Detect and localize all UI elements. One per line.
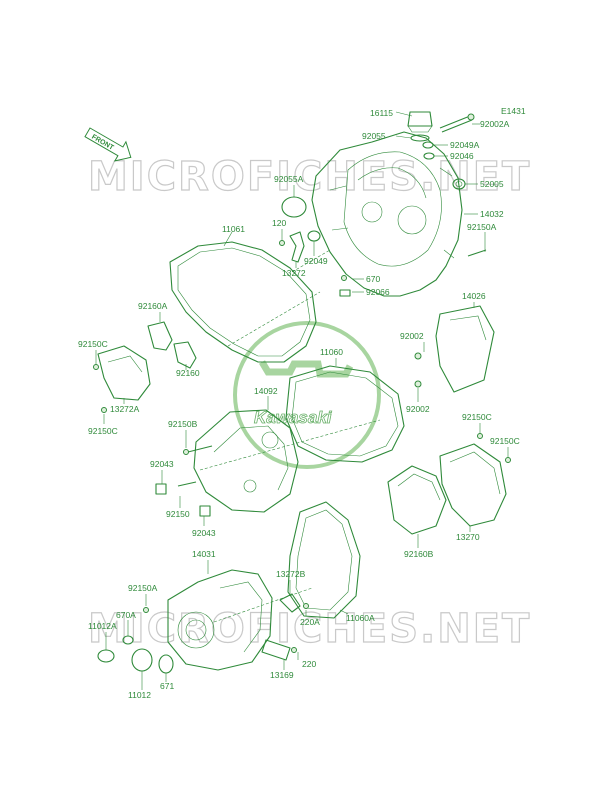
label-14032: 14032 <box>480 209 504 219</box>
label-92046: 92046 <box>450 151 474 161</box>
label-11012: 11012 <box>128 690 151 700</box>
diagram-code: E1431 <box>501 106 526 116</box>
label-92150B: 92150B <box>168 419 198 429</box>
label-92160B: 92160B <box>404 549 434 559</box>
bracket-14026 <box>435 305 495 393</box>
label-14031: 14031 <box>192 549 216 559</box>
gasket-11060 <box>285 365 405 463</box>
label-92150A-bot: 92150A <box>128 583 158 593</box>
label-92002A: 92002A <box>480 119 510 129</box>
label-92049A: 92049A <box>450 140 480 150</box>
leader-lines <box>95 111 509 690</box>
label-92055A: 92055A <box>274 174 304 184</box>
watermark-bottom: MICROFICHES.NET <box>88 606 531 652</box>
label-92049: 92049 <box>304 256 328 266</box>
oil-cap-16115 <box>407 111 433 127</box>
label-11060: 11060 <box>320 347 343 357</box>
generator-cover-14092 <box>193 409 299 513</box>
label-11061: 11061 <box>222 224 245 234</box>
label-92150A-top: 92150A <box>467 222 497 232</box>
label-92150C-left: 92150C <box>78 339 108 349</box>
label-92043-a: 92043 <box>150 459 174 469</box>
label-14026: 14026 <box>462 291 486 301</box>
label-16115: 16115 <box>370 108 393 118</box>
label-92002-b: 92002 <box>406 404 430 414</box>
label-13272A: 13272A <box>110 404 140 414</box>
cover-13272A <box>97 345 151 401</box>
label-92150C-r1: 92150C <box>462 412 492 422</box>
label-11060A: 11060A <box>346 613 375 623</box>
lower-cover-14031 <box>167 569 273 671</box>
label-92150C-left2: 92150C <box>88 426 118 436</box>
label-220A: 220A <box>300 617 320 627</box>
label-92066: 92066 <box>366 287 390 297</box>
label-92150C-r2: 92150C <box>490 436 520 446</box>
plug-11012 <box>131 648 153 672</box>
label-671: 671 <box>160 681 174 691</box>
cover-13270 <box>439 443 507 527</box>
gasket-11061 <box>169 241 317 363</box>
label-92150: 92150 <box>166 509 190 519</box>
label-92160: 92160 <box>176 368 200 378</box>
label-220: 220 <box>302 659 316 669</box>
label-92055: 92055 <box>362 131 386 141</box>
label-670A: 670A <box>116 610 136 620</box>
label-52005: 52005 <box>480 179 504 189</box>
logo-text: Kawasaki <box>254 408 333 427</box>
label-14092: 14092 <box>254 386 278 396</box>
label-92043-b: 92043 <box>192 528 216 538</box>
label-92002-a: 92002 <box>400 331 424 341</box>
label-92160A: 92160A <box>138 301 168 311</box>
part-labels: 16115 92002A 92055 92049A 92046 52005 92… <box>78 108 520 700</box>
label-670: 670 <box>366 274 380 284</box>
clutch-cover-14032 <box>311 131 463 297</box>
cover-92160B <box>387 465 447 535</box>
bolt-92002A <box>439 115 473 133</box>
label-11012A: 11012A <box>88 621 117 631</box>
gasket-11060A <box>287 501 361 619</box>
label-120: 120 <box>272 218 286 228</box>
o-ring-92055A <box>281 196 307 218</box>
label-13169: 13169 <box>270 670 294 680</box>
label-13270: 13270 <box>456 532 480 542</box>
label-13272: 13272 <box>282 268 306 278</box>
label-13272B: 13272B <box>276 569 306 579</box>
watermark-top: MICROFICHES.NET <box>88 154 531 200</box>
